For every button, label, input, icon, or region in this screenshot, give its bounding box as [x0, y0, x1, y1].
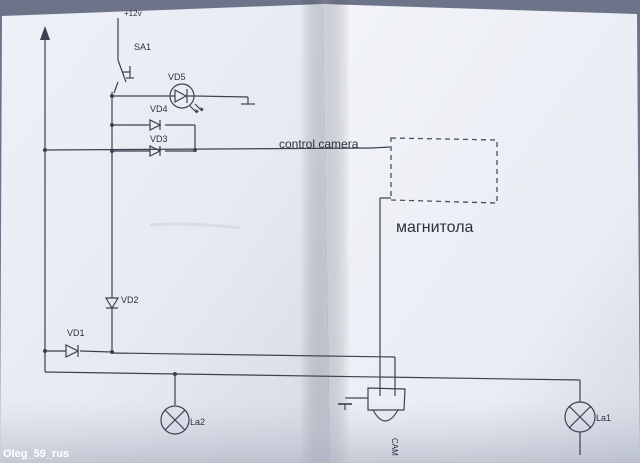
sa1-label: SA1: [134, 42, 151, 52]
vd3-label: VD3: [150, 134, 168, 144]
la1-label: La1: [596, 413, 611, 423]
vd4-label: VD4: [150, 104, 168, 114]
lamp-la2: [160, 405, 190, 435]
watermark-text: Oleg_59_rus: [3, 448, 69, 460]
vd2-label: VD2: [121, 295, 139, 305]
diode-vd4: [149, 119, 162, 131]
lamp-la1: [564, 401, 596, 433]
control-camera-label: control camera: [279, 137, 359, 151]
diode-vd3: [149, 145, 162, 157]
junction-dots: [43, 94, 197, 376]
cam-label: CAM: [390, 438, 399, 456]
diode-vd1: [65, 344, 80, 358]
circuit-wiring: [40, 18, 581, 455]
led-vd5: [168, 83, 204, 114]
head-unit-label: магнитола: [396, 219, 474, 236]
camera-cam: [367, 387, 406, 422]
switch-sa1: [117, 59, 134, 83]
vd5-label: VD5: [168, 72, 186, 82]
supply-label: +12v: [124, 9, 142, 18]
diode-vd2: [104, 296, 120, 316]
la2-label: La2: [190, 417, 205, 427]
vd1-label: VD1: [67, 328, 85, 338]
